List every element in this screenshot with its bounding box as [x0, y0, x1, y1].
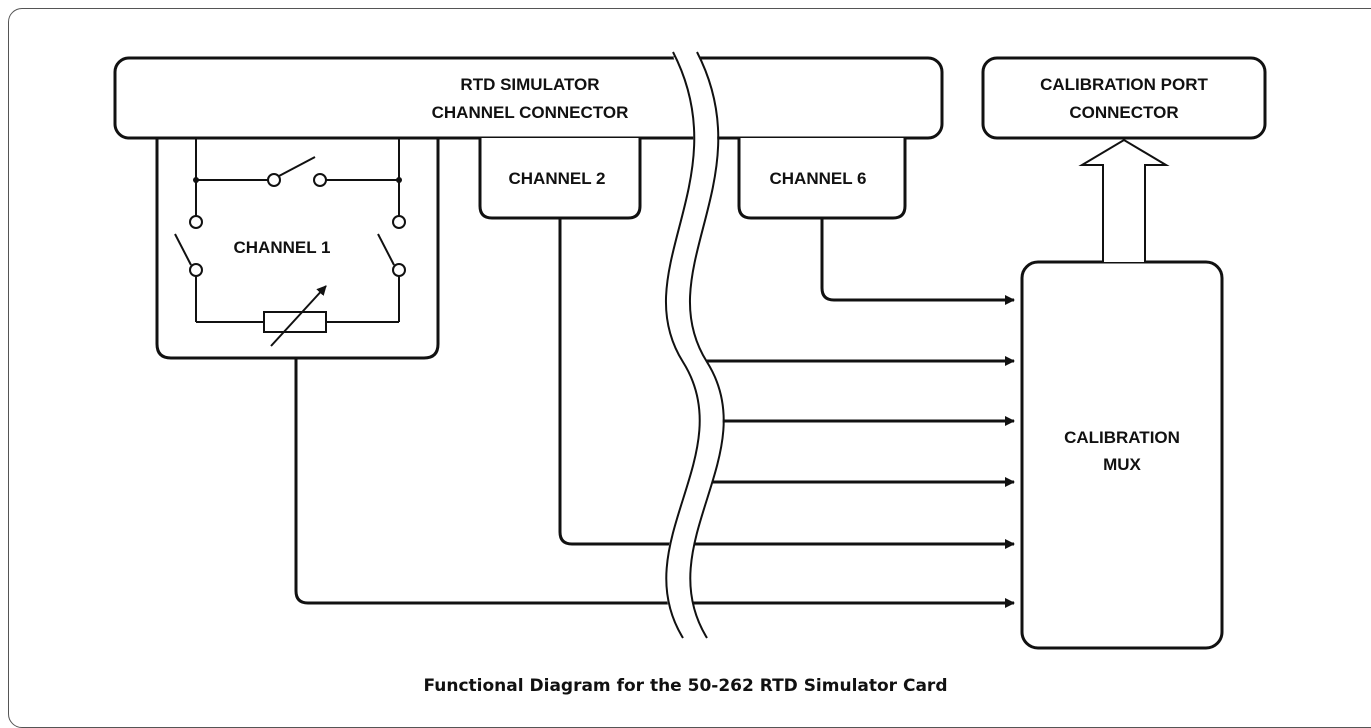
cal-port-label-line1: CALIBRATION PORT	[1040, 75, 1208, 94]
calibration-mux: CALIBRATION MUX	[1020, 260, 1224, 650]
channel-2-label: CHANNEL 2	[509, 169, 606, 188]
channel-1-signal-line	[294, 358, 1015, 608]
mux-to-port-arrow	[1078, 138, 1170, 262]
break-mark	[665, 46, 725, 645]
mux-label-line1: CALIBRATION	[1064, 428, 1180, 447]
figure-caption: Functional Diagram for the 50-262 RTD Si…	[423, 676, 948, 696]
channel-1-switch-circuit	[174, 138, 406, 347]
channel-1-label: CHANNEL 1	[234, 238, 331, 257]
cal-port-label-line2: CONNECTOR	[1069, 103, 1178, 122]
connector-label-line1: RTD SIMULATOR	[460, 75, 599, 94]
rtd-simulator-channel-connector: RTD SIMULATOR CHANNEL CONNECTOR	[113, 56, 944, 140]
mux-label-line2: MUX	[1103, 455, 1141, 474]
functional-diagram: RTD SIMULATOR CHANNEL CONNECTOR CALIBRAT…	[113, 46, 1267, 650]
channel-6-label: CHANNEL 6	[770, 169, 867, 188]
channel-6-box: CHANNEL 6	[737, 138, 907, 220]
calibration-port-connector: CALIBRATION PORT CONNECTOR	[981, 56, 1267, 140]
channel-2-box: CHANNEL 2	[478, 138, 642, 220]
channel-6-signal-line	[820, 218, 1015, 305]
channel-2-signal-line	[558, 218, 1015, 549]
connector-label-line2: CHANNEL CONNECTOR	[432, 103, 629, 122]
signal-lines	[294, 218, 1015, 608]
